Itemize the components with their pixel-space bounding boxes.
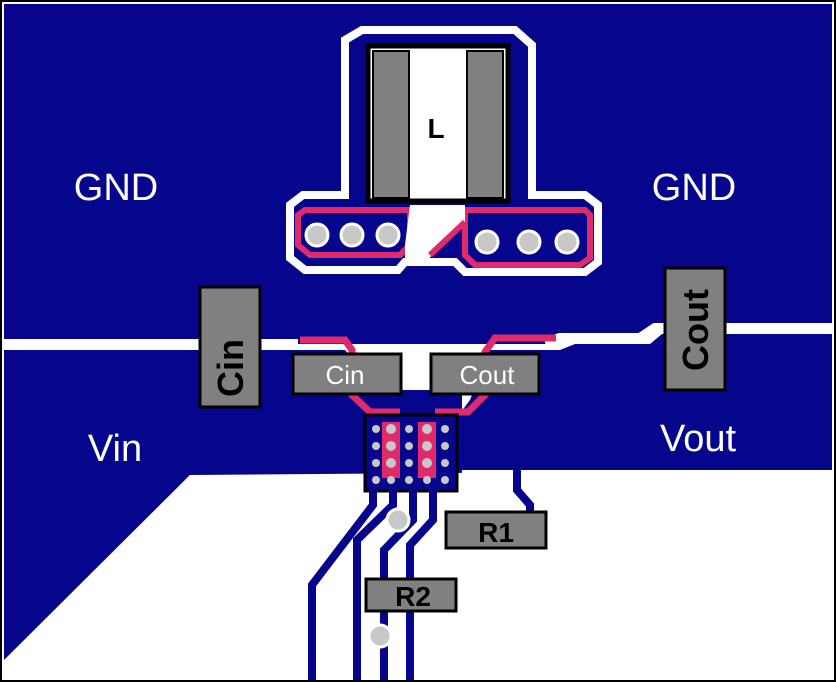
inductor-pad-left bbox=[372, 50, 410, 199]
vin-label: Vin bbox=[88, 428, 142, 470]
r2-label: R2 bbox=[395, 581, 431, 612]
ic-ball-grid bbox=[372, 424, 449, 484]
cin-pad bbox=[291, 352, 403, 396]
cout-pad-label: Cout bbox=[460, 360, 516, 390]
gnd-label-right: GND bbox=[652, 167, 736, 209]
vout-copper bbox=[455, 334, 832, 470]
r1-label: R1 bbox=[478, 517, 514, 548]
cout-capacitor-label: Cout bbox=[675, 289, 716, 371]
via bbox=[304, 222, 330, 248]
gnd-label-left: GND bbox=[74, 167, 158, 209]
signal-via bbox=[385, 507, 411, 533]
inductor-clearance bbox=[286, 26, 602, 276]
cin-capacitor bbox=[198, 285, 262, 409]
vout-label: Vout bbox=[660, 418, 737, 460]
r2-resistor bbox=[364, 577, 458, 613]
cin-pad-label: Cin bbox=[325, 360, 364, 390]
signal-via bbox=[367, 623, 393, 649]
vin-copper bbox=[4, 350, 362, 660]
cin-capacitor-label: Cin bbox=[210, 339, 251, 397]
inductor-pad-right bbox=[466, 50, 504, 199]
r1-resistor bbox=[444, 510, 548, 550]
via bbox=[339, 222, 365, 248]
sw-pink-diag bbox=[427, 219, 468, 258]
cout-pad bbox=[429, 352, 541, 396]
via bbox=[375, 222, 401, 248]
via bbox=[554, 229, 580, 255]
sw-white-gap bbox=[405, 205, 465, 262]
signal-area bbox=[4, 470, 832, 682]
cout-capacitor bbox=[663, 266, 727, 392]
inductor-label: L bbox=[427, 113, 444, 144]
via bbox=[474, 229, 500, 255]
via bbox=[516, 229, 542, 255]
